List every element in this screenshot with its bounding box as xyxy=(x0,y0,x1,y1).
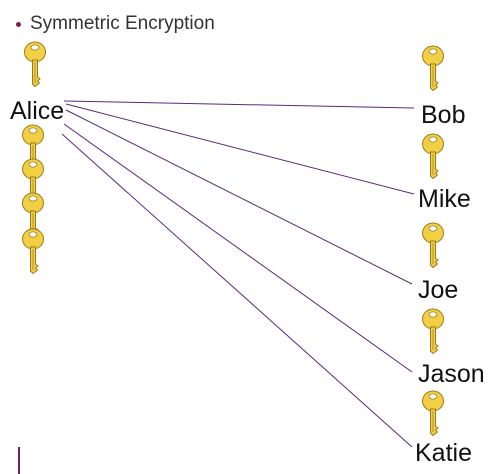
sender-name: Alice xyxy=(10,97,65,125)
recipient-name-bob: Bob xyxy=(421,101,466,129)
key-icon xyxy=(420,390,446,436)
recipient-name-jason: Jason xyxy=(418,360,485,388)
key-icon xyxy=(420,308,446,354)
key-icon xyxy=(20,228,46,274)
connection-line-katie xyxy=(61,133,413,448)
connection-line-joe xyxy=(65,109,413,285)
recipient-name-mike: Mike xyxy=(418,185,471,213)
connection-line-jason xyxy=(63,123,413,373)
bullet-dot xyxy=(16,21,21,27)
key-icon xyxy=(420,45,446,91)
key-icon xyxy=(420,222,446,268)
key-icon xyxy=(420,133,446,179)
key-icon xyxy=(22,41,48,87)
bullet-item: Symmetric Encryption xyxy=(16,13,215,35)
connection-line-mike xyxy=(65,103,415,195)
connection-line-bob xyxy=(63,100,415,109)
bullet-text: Symmetric Encryption xyxy=(30,13,215,34)
recipient-name-joe: Joe xyxy=(418,276,459,304)
recipient-name-katie: Katie xyxy=(415,439,472,467)
accent-bar xyxy=(18,447,20,474)
